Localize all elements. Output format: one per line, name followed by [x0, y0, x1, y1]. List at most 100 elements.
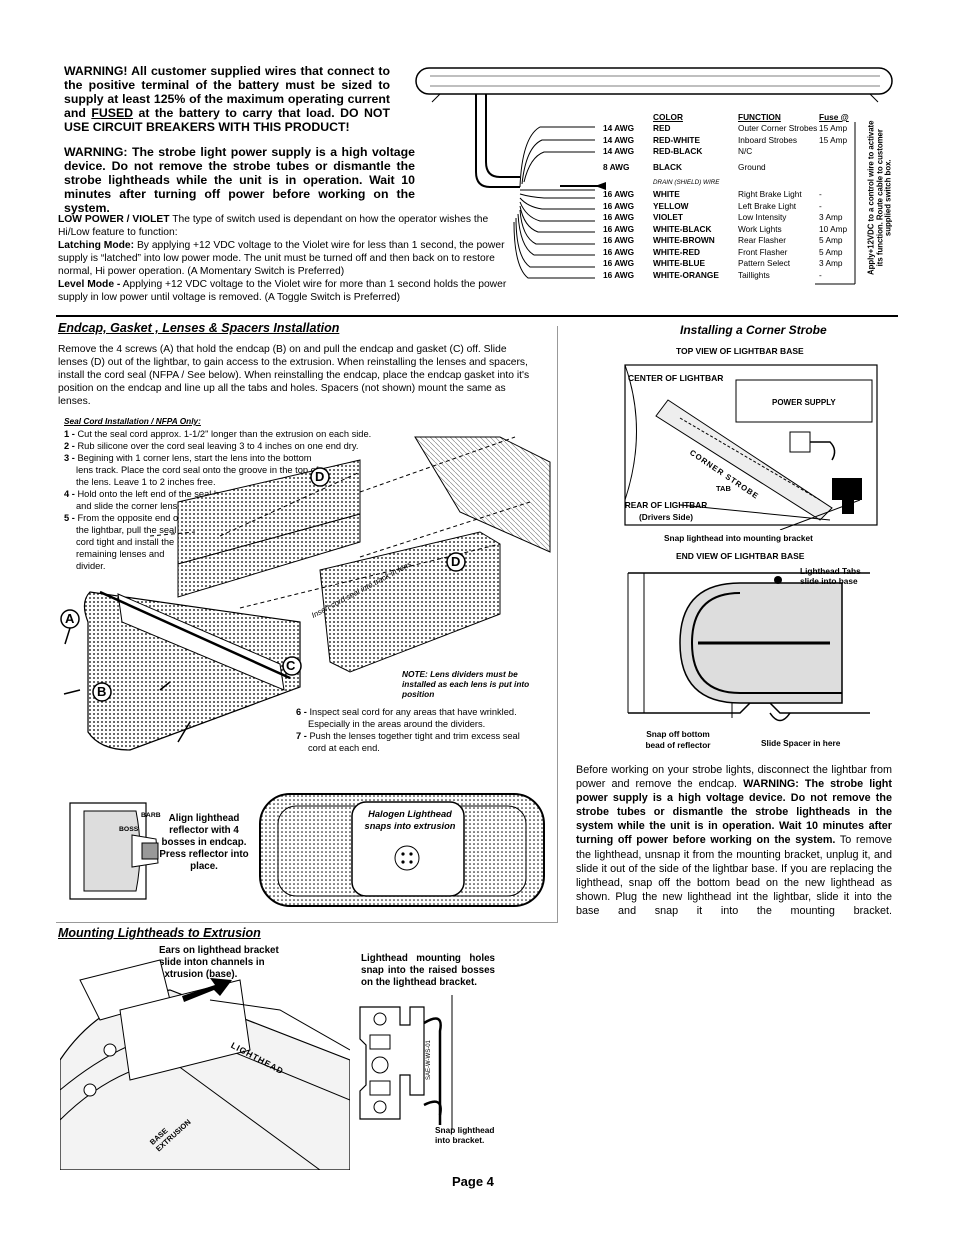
seal-step: 7 - Push the lenses together tight and t…: [296, 731, 520, 753]
seal-step: 1 - Cut the seal cord approx. 1-1/2" lon…: [64, 429, 372, 439]
barb-label: BARB: [141, 812, 161, 819]
fused-word: FUSED: [91, 106, 134, 120]
end-view-diagram: [627, 572, 870, 722]
callout-b: B: [97, 684, 107, 699]
column-divider: [557, 326, 558, 922]
seal-step: 3 - Begining with 1 corner lens, start t…: [64, 453, 319, 487]
wire-color: WHITE-BLACK: [653, 223, 712, 234]
wire-fuse: 3 Amp: [819, 258, 843, 269]
wire-fuse: -: [819, 200, 822, 211]
wire-awg: 16 AWG: [603, 235, 635, 246]
power-supply-label: POWER SUPPLY: [772, 398, 836, 407]
page-number: Page 4: [452, 1174, 494, 1189]
callout-a: A: [65, 611, 75, 626]
seal-steps-continued: 6 - Inspect seal cord for any areas that…: [296, 706, 540, 754]
wire-fuse: -: [819, 189, 822, 200]
end-view-label: END VIEW OF LIGHTBAR BASE: [676, 551, 805, 561]
wire-color: WHITE: [653, 189, 680, 200]
wire-function: Low Intensity: [738, 212, 787, 223]
mounting-title: Mounting Lightheads to Extrusion: [58, 926, 261, 940]
halogen-lighthead-diagram: [259, 793, 545, 907]
wire-awg: 16 AWG: [603, 246, 635, 257]
wire-fuse: -: [819, 269, 822, 280]
wire-color: WHITE-ORANGE: [653, 269, 719, 280]
wire-color: WHITE-BROWN: [653, 235, 715, 246]
wire-function: N/C: [738, 146, 753, 157]
wire-function: Pattern Select: [738, 258, 791, 269]
wire-function: Left Brake Light: [738, 200, 797, 211]
wire-color: YELLOW: [653, 200, 689, 211]
drain-label: DRAIN (SHIELD) WIRE: [653, 179, 720, 187]
ears-note: Ears on lighthead bracket slide inton ch…: [159, 945, 279, 980]
corner-strobe-paragraph: Before working on your strobe lights, di…: [576, 764, 892, 917]
corner-title: Installing a Corner Strobe: [680, 323, 827, 337]
callout-d-upper: D: [315, 469, 325, 484]
endcap-exploded-diagram: [60, 436, 551, 751]
seal-step: 5 - From the opposite end of the lightba…: [64, 513, 181, 571]
wire-row: 16 AWG WHITE-ORANGE Taillights -: [603, 269, 859, 281]
snap-bracket-note: Snap lighthead into bracket.: [435, 1125, 495, 1145]
seal-step: 6 - Inspect seal cord for any areas that…: [296, 707, 517, 729]
wire-function: Front Flasher: [738, 246, 788, 257]
wire-awg: 16 AWG: [603, 212, 635, 223]
wire-function: Rear Flasher: [738, 235, 786, 246]
wire-color: VIOLET: [653, 212, 683, 223]
mounting-extrusion-diagram: [60, 959, 350, 1170]
wire-color: RED-BLACK: [653, 146, 703, 157]
seal-step: 2 - Rub silicone over the cord seal leav…: [64, 441, 359, 451]
snap-mount-label: Snap lighthead into mounting bracket: [664, 533, 813, 543]
align-reflector-note: Align lighthead reflector with 4 bosses …: [159, 813, 249, 872]
wire-awg: 8 AWG: [603, 162, 630, 172]
battery-warning: WARNING! All customer supplied wires tha…: [64, 64, 390, 134]
strobe-warning: WARNING: The strobe light power supply i…: [64, 145, 415, 215]
callout-c: C: [286, 658, 296, 673]
seal-steps: 1 - Cut the seal cord approx. 1-1/2" lon…: [64, 428, 416, 572]
wire-awg: 16 AWG: [603, 258, 635, 269]
lightbar-cable-diagram: [415, 67, 893, 285]
bracket-code: SAE-W-WS-01: [426, 1040, 432, 1080]
center-label: CENTER OF LIGHTBAR: [628, 373, 724, 383]
tabs-slide-label: Lighthead Tabs slide into base: [800, 566, 861, 586]
wire-fuse: 15 Amp: [819, 123, 848, 134]
wire-function: Work Lights: [738, 223, 782, 234]
rear-label: REAR OF LIGHTBAR (Drivers Side): [624, 500, 708, 522]
top-divider: [56, 315, 898, 317]
wire-color: BLACK: [653, 162, 683, 172]
wire-row: 16 AWG WHITE-BROWN Rear Flasher 5 Amp: [603, 235, 859, 247]
mid-divider: [56, 922, 558, 923]
wire-color: WHITE-BLUE: [653, 258, 706, 269]
mounting-holes-note: Lighthead mounting holes snap into the r…: [361, 953, 495, 988]
wire-fuse: 15 Amp: [819, 134, 848, 145]
callout-d-lower: D: [451, 554, 461, 569]
top-view-diagram: [624, 364, 878, 530]
wire-fuse: [819, 146, 859, 158]
wire-row: 16 AWG WHITE-BLUE Pattern Select 3 Amp: [603, 258, 859, 270]
wire-function: Inboard Strobes: [738, 134, 798, 145]
wire-awg: 14 AWG: [603, 123, 635, 134]
reflector-endcap-diagram: [69, 802, 159, 900]
wire-awg: 16 AWG: [603, 269, 635, 280]
seal-step: 4 - Hold onto the left end of the seal h…: [64, 489, 263, 511]
wire-color: WHITE-RED: [653, 246, 701, 257]
wire-fuse: [819, 157, 859, 177]
wire-awg: 16 AWG: [603, 189, 635, 200]
low-power-section: LOW POWER / VIOLET The type of switch us…: [58, 214, 507, 303]
lighthead-bracket-diagram: [359, 995, 453, 1130]
vertical-note: Apply+12VDC to a control wire to activat…: [866, 120, 893, 275]
lens-divider-note: NOTE: Lens dividers must be installed as…: [402, 669, 530, 699]
tab-label: TAB: [716, 484, 731, 493]
wire-function: Taillights: [738, 269, 770, 280]
endcap-text: Remove the 4 screws (A) that hold the en…: [58, 344, 530, 407]
halogen-note: Halogen Lighthead snaps into extrusion: [364, 809, 456, 831]
wire-awg: 16 AWG: [603, 223, 635, 234]
wire-fuse: 5 Amp: [819, 235, 843, 246]
wire-function: Outer Corner Strobes: [738, 123, 818, 134]
